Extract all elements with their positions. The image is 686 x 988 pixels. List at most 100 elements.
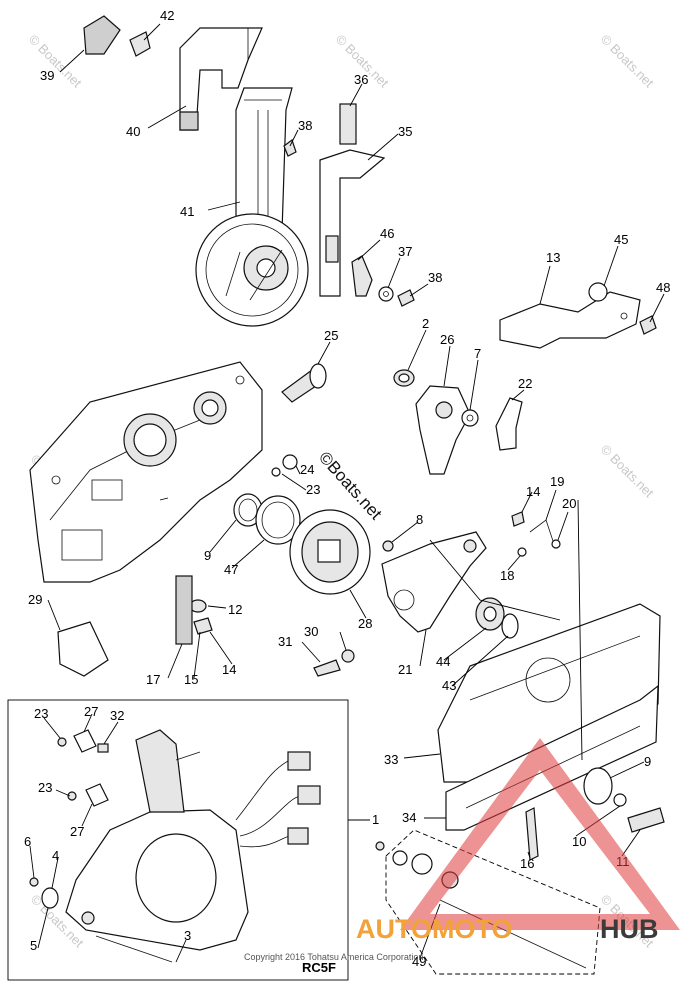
switch-39	[83, 15, 121, 55]
logo-text-part2: HUB	[600, 914, 659, 944]
circlip-24	[282, 454, 298, 470]
collar-20	[551, 539, 561, 549]
callout-27b: 27	[70, 824, 84, 839]
callout-1: 1	[372, 812, 379, 827]
callout-45: 45	[614, 232, 628, 247]
bushing-2	[393, 369, 415, 387]
oring-9b	[583, 767, 613, 805]
shaft-25	[281, 363, 327, 403]
callout-44: 44	[436, 654, 450, 669]
callout-18: 18	[500, 568, 514, 583]
kit-49-parts	[375, 841, 587, 969]
callout-46: 46	[380, 226, 394, 241]
bracket-46	[351, 255, 373, 297]
logo-triangle-icon	[400, 738, 680, 930]
strip-17	[175, 575, 193, 645]
bolt-14	[511, 511, 525, 527]
callout-38: 38	[298, 118, 312, 133]
callout-26: 26	[440, 332, 454, 347]
detent-plate-35	[319, 149, 386, 297]
callout-37: 37	[398, 244, 412, 259]
spring-19	[529, 519, 555, 545]
control-box-1	[65, 729, 321, 951]
callout-27: 27	[84, 704, 98, 719]
callout-23c: 23	[38, 780, 52, 795]
inset-small-parts	[29, 729, 173, 963]
callout-31: 31	[278, 634, 292, 649]
spring-36	[339, 103, 357, 145]
callout-28: 28	[358, 616, 372, 631]
lever-13	[499, 282, 641, 349]
callout-30: 30	[304, 624, 318, 639]
callout-33: 33	[384, 752, 398, 767]
callout-17: 17	[146, 672, 160, 687]
leader-lines	[29, 23, 665, 963]
screw-48	[639, 315, 657, 335]
automotohub-logo: AUTOMOTO HUB	[356, 738, 680, 944]
callout-42: 42	[160, 8, 174, 23]
callout-9: 9	[204, 548, 211, 563]
pin-8	[382, 540, 394, 552]
housing-left	[29, 361, 263, 583]
callout-13: 13	[546, 250, 560, 265]
callout-5: 5	[30, 938, 37, 953]
arm-22	[495, 397, 523, 451]
callout-23: 23	[306, 482, 320, 497]
callout-21: 21	[398, 662, 412, 677]
seal-43	[501, 613, 519, 639]
copyright-text: Copyright 2016 Tohatsu America Corporati…	[244, 952, 423, 962]
callout-14: 14	[526, 484, 540, 499]
bolt-11	[627, 807, 665, 833]
callout-49: 49	[412, 954, 426, 969]
gear-28	[289, 509, 371, 595]
callout-29: 29	[28, 592, 42, 607]
gasket-47	[255, 495, 301, 545]
callout-32: 32	[110, 708, 124, 723]
clip-42	[129, 31, 151, 57]
callout-24: 24	[300, 462, 314, 477]
callout-8: 8	[416, 512, 423, 527]
callout-16: 16	[520, 856, 534, 871]
callout-10: 10	[572, 834, 586, 849]
callout-6: 6	[24, 834, 31, 849]
bushing-18	[517, 547, 527, 557]
callout-7: 7	[474, 346, 481, 361]
washer-37	[378, 286, 394, 302]
kit-49-box	[385, 829, 601, 975]
callout-9b: 9	[644, 754, 651, 769]
callout-4: 4	[52, 848, 59, 863]
callout-48: 48	[656, 280, 670, 295]
model-label: RC5F	[302, 960, 336, 975]
callout-20: 20	[562, 496, 576, 511]
lever-arm-41	[195, 87, 309, 327]
screw-38b	[397, 289, 415, 307]
callout-36: 36	[354, 72, 368, 87]
callout-19: 19	[550, 474, 564, 489]
callout-35: 35	[398, 124, 412, 139]
bolt-16	[525, 807, 539, 861]
callout-2: 2	[422, 316, 429, 331]
bolt-31	[313, 659, 341, 677]
logo-text-part1: AUTOMOTO	[356, 914, 513, 944]
callout-40: 40	[126, 124, 140, 139]
cover-33	[437, 603, 661, 783]
callout-47: 47	[224, 562, 238, 577]
watermark: © Boats.net	[26, 32, 85, 91]
callout-38b: 38	[428, 270, 442, 285]
callout-12: 12	[228, 602, 242, 617]
callout-15: 15	[184, 672, 198, 687]
callout-39: 39	[40, 68, 54, 83]
callout-23b: 23	[34, 706, 48, 721]
bearing-44	[475, 597, 505, 631]
washer-10	[613, 793, 627, 807]
plate-21	[381, 531, 487, 633]
callout-22: 22	[518, 376, 532, 391]
inset-frame	[7, 699, 349, 981]
handle-cap-40	[179, 27, 263, 131]
watermark: © Boats.net	[598, 442, 657, 501]
guard-29	[57, 621, 109, 677]
callout-3: 3	[184, 928, 191, 943]
callout-group: 39 42 40 38 36 35 41 46 37 38 13 45 48 2…	[24, 8, 670, 969]
clip-15	[193, 617, 213, 635]
